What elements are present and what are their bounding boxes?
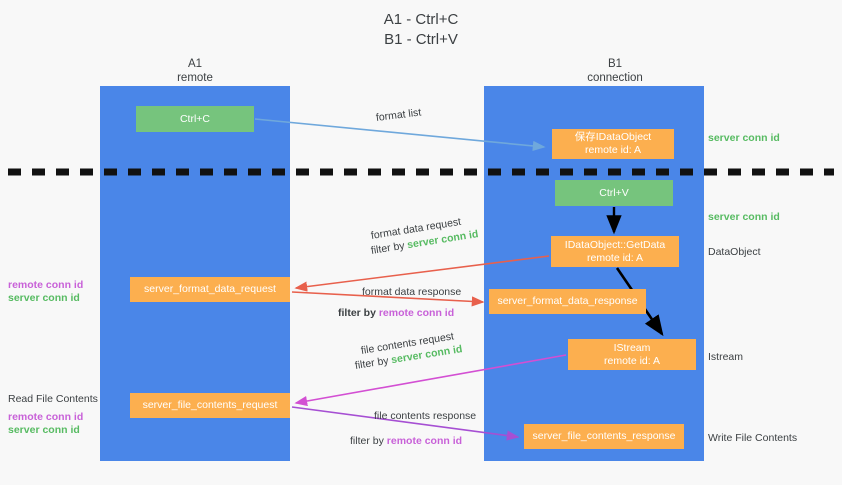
box-server-format-data-response[interactable]: server_format_data_response	[489, 289, 646, 314]
filter-prefix: filter by	[354, 354, 393, 372]
filter-value-remote-conn-id: remote conn id	[386, 435, 463, 447]
annotation-istream: Istream	[708, 351, 744, 363]
flow-label-format-data-response-text: format data response	[362, 286, 462, 298]
box-ctrl-v[interactable]: Ctrl+V	[555, 180, 673, 206]
lane-header-a1: A1 remote	[110, 57, 280, 85]
annotation-server-conn-id-1: server conn id	[708, 132, 780, 144]
box-save-idataobject[interactable]: 保存IDataObject remote id: A	[552, 129, 674, 159]
box-server-file-contents-request[interactable]: server_file_contents_request	[130, 393, 290, 418]
box-istream-line2: remote id: A	[603, 354, 661, 367]
annotation-server-conn-id-4: server conn id	[8, 424, 80, 436]
flow-label-file-contents-response-text: file contents response	[374, 410, 477, 422]
annotation-remote-conn-id-1: remote conn id	[8, 279, 84, 291]
flow-label-format-list-text: format list	[375, 106, 422, 124]
lane-a1-name: A1	[187, 58, 203, 70]
box-server-file-contents-response-label: server_file_contents_response	[532, 430, 676, 442]
box-ctrl-v-label: Ctrl+V	[599, 186, 629, 199]
annotation-server-conn-id-2: server conn id	[708, 211, 780, 223]
lane-b1-sub: connection	[587, 72, 643, 84]
title-line-2: B1 - Ctrl+V	[384, 31, 458, 48]
box-ctrl-c-label: Ctrl+C	[179, 112, 211, 125]
filter-value-remote-conn-id: remote conn id	[378, 307, 455, 319]
flow-label-file-contents-response-filter: filter by remote conn id	[350, 434, 462, 448]
box-server-format-data-request-label: server_format_data_request	[144, 283, 276, 295]
annotation-dataobject: DataObject	[708, 246, 761, 258]
box-server-format-data-response-label: server_format_data_response	[497, 295, 638, 307]
annotation-read-file-contents: Read File Contents	[8, 393, 98, 405]
page-title: A1 - Ctrl+C B1 - Ctrl+V	[0, 10, 842, 50]
box-server-file-contents-request-label: server_file_contents_request	[142, 399, 278, 411]
box-istream[interactable]: IStream remote id: A	[568, 339, 696, 370]
flow-label-format-list: format list	[375, 106, 422, 125]
box-server-format-data-request[interactable]: server_format_data_request	[130, 277, 290, 302]
box-save-idataobject-line1: 保存IDataObject	[574, 131, 652, 143]
flow-label-file-contents-response: file contents response	[374, 409, 476, 423]
flow-label-format-data-response-filter: filter by remote conn id	[338, 306, 454, 320]
title-line-1: A1 - Ctrl+C	[383, 11, 459, 28]
box-save-idataobject-line2: remote id: A	[584, 144, 642, 156]
box-getdata-line2: remote id: A	[586, 251, 644, 264]
annotation-remote-conn-id-2: remote conn id	[8, 411, 84, 423]
box-istream-line1: IStream	[613, 341, 651, 354]
box-ctrl-c[interactable]: Ctrl+C	[136, 106, 254, 132]
box-server-file-contents-response[interactable]: server_file_contents_response	[524, 424, 684, 449]
box-idataobject-getdata[interactable]: IDataObject::GetData remote id: A	[551, 236, 679, 267]
annotation-server-conn-id-3: server conn id	[8, 292, 80, 304]
annotation-write-file-contents: Write File Contents	[708, 432, 798, 444]
lane-b1-name: B1	[607, 58, 623, 70]
annotation-left-conn-ids-1: remote conn id server conn id	[8, 279, 98, 305]
lane-header-b1: B1 connection	[530, 57, 700, 85]
filter-prefix: filter by	[338, 307, 379, 319]
flow-label-format-data-response: format data response	[362, 285, 461, 299]
box-getdata-line1: IDataObject::GetData	[564, 238, 666, 251]
lane-a1-sub: remote	[177, 72, 213, 84]
filter-prefix: filter by	[350, 435, 387, 447]
annotation-left-conn-ids-2: remote conn id server conn id	[8, 411, 98, 437]
